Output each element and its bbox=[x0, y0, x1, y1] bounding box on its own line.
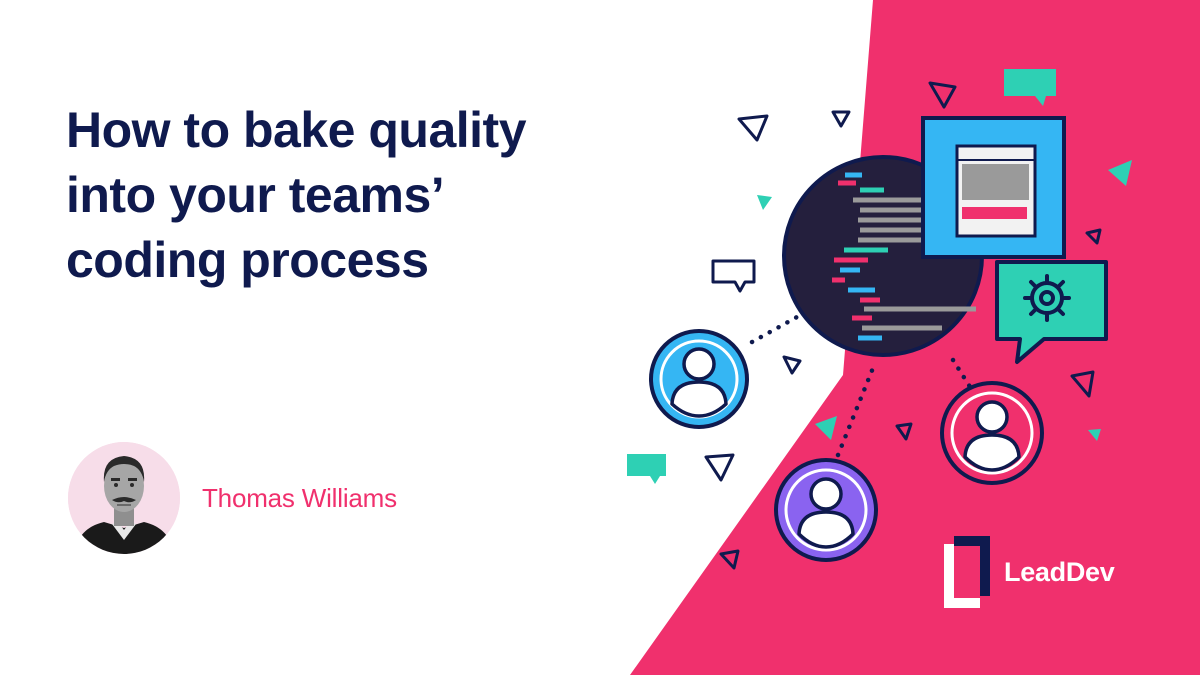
triangle-icon bbox=[704, 81, 1102, 570]
author-avatar bbox=[68, 442, 180, 554]
user-avatar-icon bbox=[774, 458, 878, 562]
user-avatar-icon bbox=[649, 329, 749, 429]
leaddev-logo-icon bbox=[944, 536, 990, 608]
chat-bubble-icon bbox=[627, 454, 666, 484]
browser-window-icon bbox=[921, 116, 1066, 259]
user-avatar-icon bbox=[940, 381, 1044, 485]
triangle-icon bbox=[757, 160, 1132, 441]
page-title: How to bake quality into your teams’ cod… bbox=[66, 98, 626, 293]
chat-bubble-icon bbox=[711, 259, 756, 293]
gear-chat-icon bbox=[995, 260, 1108, 364]
dotted-connectors bbox=[749, 309, 975, 458]
chat-bubble-icon bbox=[1004, 69, 1056, 106]
brand-name: LeadDev bbox=[1004, 556, 1115, 587]
author-name: Thomas Williams bbox=[202, 482, 397, 513]
title-line: coding process bbox=[66, 232, 429, 288]
title-line: How to bake quality bbox=[66, 102, 527, 158]
brand-logo: LeadDev bbox=[944, 536, 1115, 608]
author-photo-icon bbox=[68, 442, 180, 554]
title-line: into your teams’ bbox=[66, 167, 445, 223]
author-byline: Thomas Williams bbox=[68, 442, 397, 554]
